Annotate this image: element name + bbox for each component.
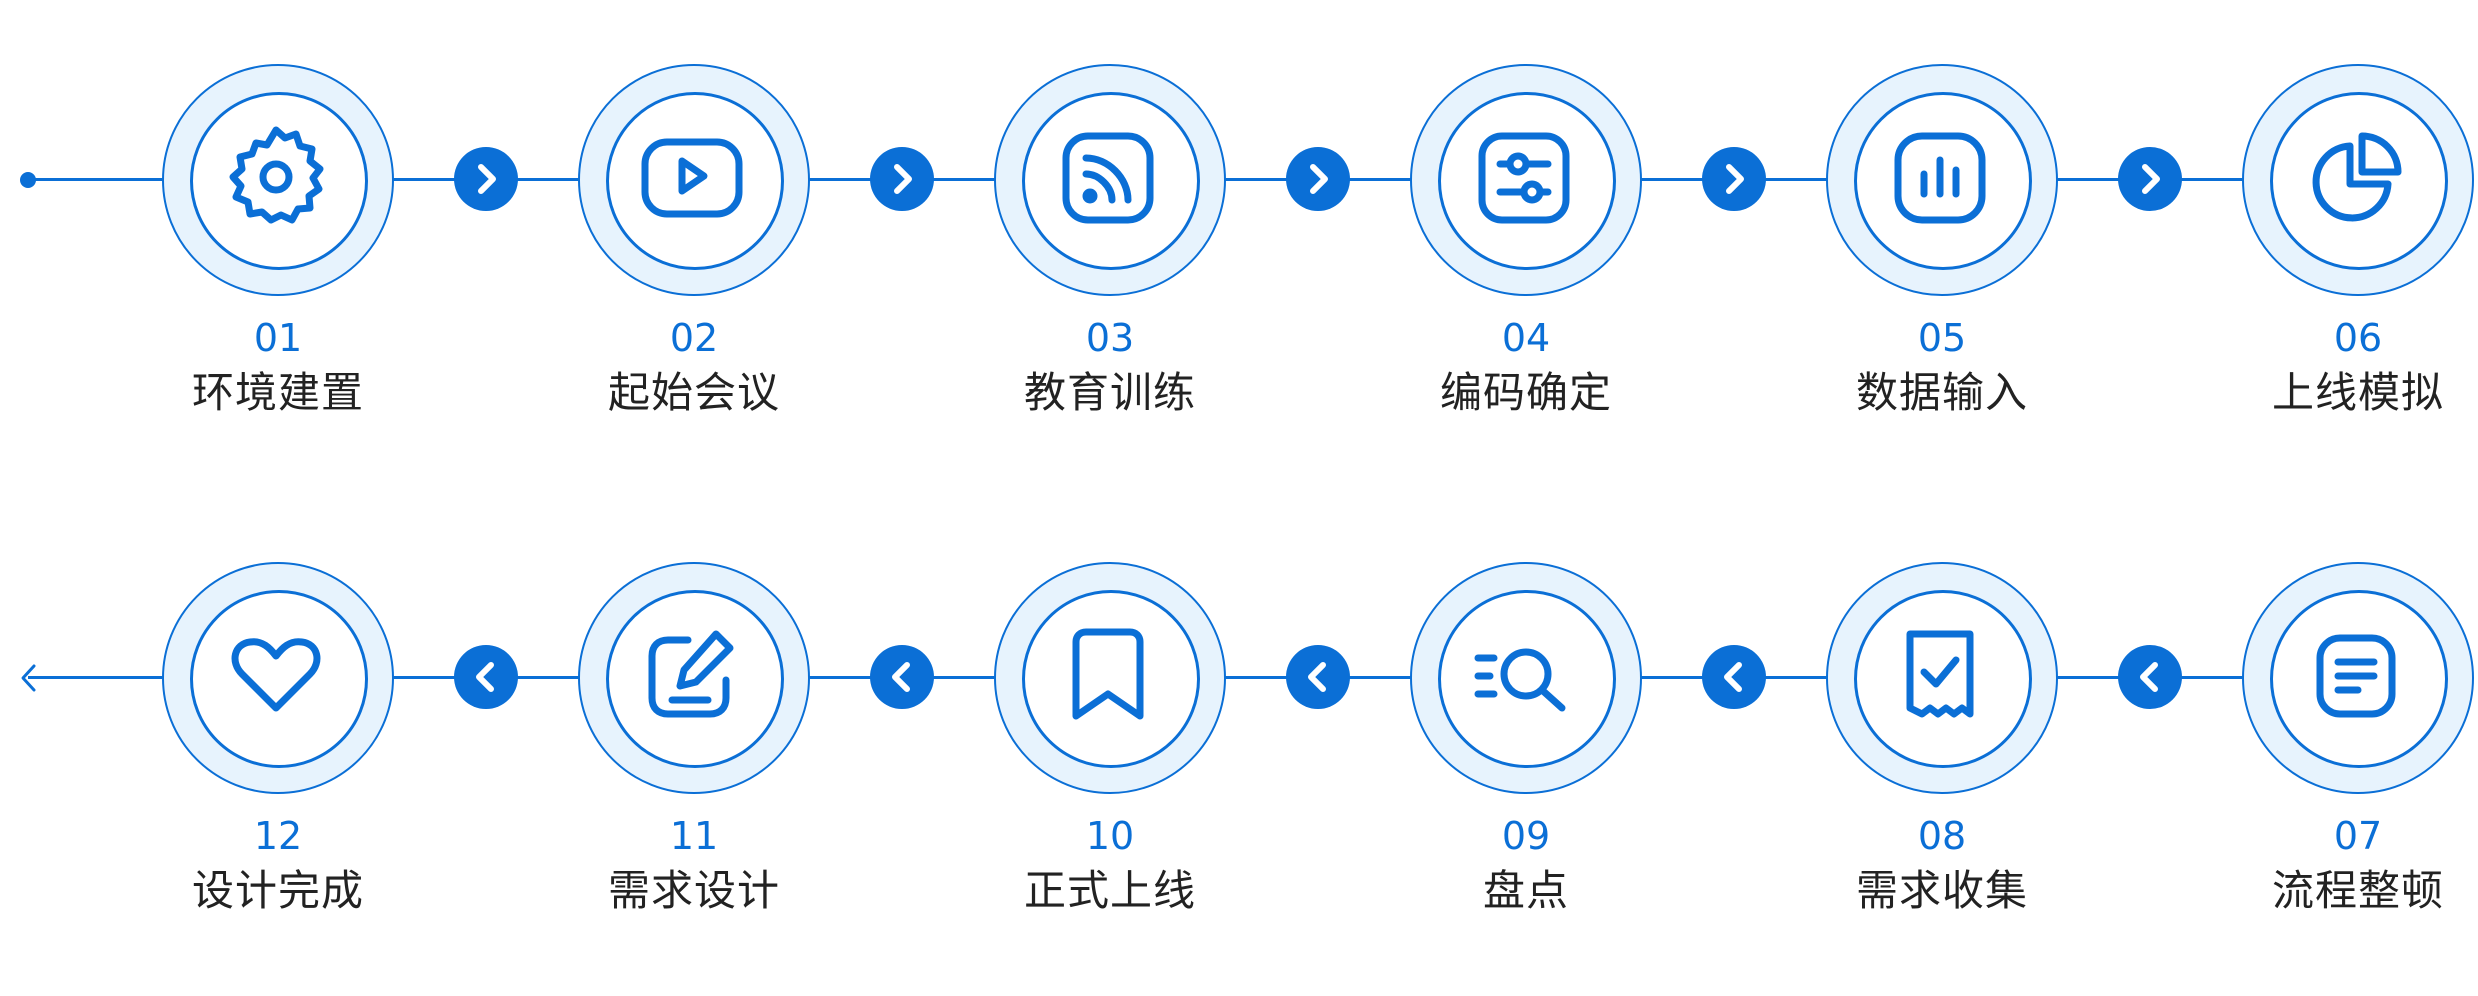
step-number: 08 <box>1917 814 1967 858</box>
prev-chevron-button <box>2118 645 2182 709</box>
document-icon <box>2296 616 2416 736</box>
next-chevron-button <box>870 147 934 211</box>
prev-chevron-button <box>1286 645 1350 709</box>
step-node-08 <box>1826 562 2058 794</box>
step-inner-circle <box>190 590 368 768</box>
step-inner-circle <box>1438 92 1616 270</box>
step-node-09 <box>1410 562 1642 794</box>
step-label: 正式上线 <box>1023 866 1196 915</box>
step-node-01 <box>162 64 394 296</box>
next-chevron-button <box>1286 147 1350 211</box>
step-node-10 <box>994 562 1226 794</box>
prev-chevron-button <box>1702 645 1766 709</box>
step-number: 09 <box>1501 814 1551 858</box>
step-label: 环境建置 <box>191 368 364 417</box>
next-chevron-button <box>1702 147 1766 211</box>
step-node-02 <box>578 64 810 296</box>
step-inner-circle <box>1022 590 1200 768</box>
bookmark-icon <box>1048 616 1168 736</box>
step-node-05 <box>1826 64 2058 296</box>
video-play-icon <box>632 118 752 238</box>
sliders-icon <box>1464 118 1584 238</box>
step-number: 06 <box>2333 316 2383 360</box>
step-node-06 <box>2242 64 2474 296</box>
receipt-check-icon <box>1880 616 2000 736</box>
step-node-12 <box>162 562 394 794</box>
step-label: 数据输入 <box>1855 368 2028 417</box>
start-dot <box>20 172 36 188</box>
step-number: 03 <box>1085 316 1135 360</box>
step-number: 11 <box>669 814 719 858</box>
step-inner-circle <box>1022 92 1200 270</box>
prev-chevron-button <box>454 645 518 709</box>
connector-line-row-2 <box>28 676 2468 679</box>
step-label: 教育训练 <box>1023 368 1196 417</box>
step-number: 04 <box>1501 316 1551 360</box>
step-inner-circle <box>190 92 368 270</box>
step-node-11 <box>578 562 810 794</box>
bar-chart-icon <box>1880 118 2000 238</box>
pie-chart-icon <box>2296 118 2416 238</box>
step-inner-circle <box>1438 590 1616 768</box>
step-node-07 <box>2242 562 2474 794</box>
step-number: 10 <box>1085 814 1135 858</box>
step-node-03 <box>994 64 1226 296</box>
step-number: 07 <box>2333 814 2383 858</box>
next-chevron-button <box>2118 147 2182 211</box>
step-label: 盘点 <box>1482 866 1569 915</box>
step-label: 编码确定 <box>1439 368 1612 417</box>
step-number: 05 <box>1917 316 1967 360</box>
step-number: 12 <box>253 814 303 858</box>
edit-icon <box>632 616 752 736</box>
next-chevron-button <box>454 147 518 211</box>
step-number: 02 <box>669 316 719 360</box>
step-label: 流程整顿 <box>2271 866 2444 915</box>
step-label: 起始会议 <box>607 368 780 417</box>
step-label: 需求设计 <box>607 866 780 915</box>
step-label: 上线模拟 <box>2271 368 2444 417</box>
step-inner-circle <box>1854 92 2032 270</box>
arrow-left-icon <box>21 664 36 692</box>
rss-feed-icon <box>1048 118 1168 238</box>
step-label: 设计完成 <box>191 866 364 915</box>
heart-icon <box>216 616 336 736</box>
step-number: 01 <box>253 316 303 360</box>
connector-line-row-1 <box>28 178 2468 181</box>
step-node-04 <box>1410 64 1642 296</box>
step-label: 需求收集 <box>1855 866 2028 915</box>
prev-chevron-button <box>870 645 934 709</box>
gear-icon <box>216 118 336 238</box>
search-list-icon <box>1464 616 1584 736</box>
